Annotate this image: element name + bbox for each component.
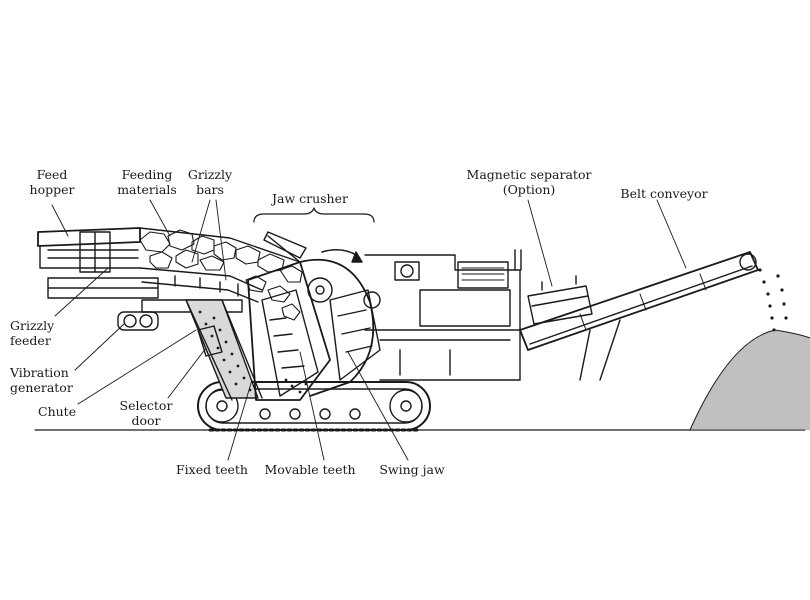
- leader-lines: [51, 199, 687, 461]
- label-grizzly-bars-line2: bars: [196, 182, 224, 197]
- jaw-crusher-bracket: [253, 207, 375, 223]
- magnetic-separator: [527, 275, 593, 325]
- label-selector-door-line2: door: [131, 413, 161, 428]
- label-feeding-materials-line2: materials: [117, 182, 177, 197]
- jaw-crusher: [247, 231, 375, 401]
- feed-hopper: [37, 227, 301, 299]
- label-feed-hopper-line1: Feed: [36, 167, 68, 182]
- label-vibration-generator-line1: Vibration: [10, 365, 69, 380]
- label-vibration-generator: Vibration generator: [10, 365, 90, 395]
- label-swing-jaw: Swing jaw: [376, 462, 448, 477]
- label-chute-text: Chute: [38, 404, 77, 419]
- label-jaw-crusher-text: Jaw crusher: [271, 191, 348, 206]
- belt-conveyor: [519, 251, 759, 381]
- label-grizzly-feeder-line1: Grizzly: [10, 318, 55, 333]
- selector-door: [197, 325, 223, 357]
- label-feeding-materials: Feeding materials: [110, 167, 184, 197]
- label-selector-door-line1: Selector: [119, 398, 173, 413]
- label-movable-teeth: Movable teeth: [262, 462, 358, 477]
- label-chute: Chute: [38, 404, 88, 419]
- swing-jaw: [329, 289, 381, 381]
- label-magnetic-separator: Magnetic separator (Option): [464, 167, 594, 197]
- label-fixed-teeth-text: Fixed teeth: [176, 462, 248, 477]
- label-feeding-materials-line1: Feeding: [121, 167, 173, 182]
- label-grizzly-bars-line1: Grizzly: [187, 167, 233, 182]
- label-belt-conveyor-text: Belt conveyor: [620, 186, 708, 201]
- label-grizzly-feeder-line2: feeder: [10, 333, 51, 348]
- crawler-track: [197, 381, 431, 432]
- label-swing-jaw-text: Swing jaw: [379, 462, 445, 477]
- vibration-generator: [117, 311, 159, 331]
- label-jaw-crusher: Jaw crusher: [262, 191, 358, 206]
- label-magnetic-separator-line2: (Option): [502, 182, 556, 197]
- label-selector-door: Selector door: [116, 398, 176, 428]
- label-feed-hopper-line2: hopper: [29, 182, 75, 197]
- discharge-stream: [758, 268, 788, 332]
- label-vibration-generator-line2: generator: [10, 380, 73, 395]
- label-belt-conveyor: Belt conveyor: [614, 186, 714, 201]
- label-feed-hopper: Feed hopper: [20, 167, 84, 197]
- label-grizzly-feeder: Grizzly feeder: [10, 318, 70, 348]
- engine-housing: [364, 249, 522, 381]
- stockpile: [689, 329, 810, 431]
- label-magnetic-separator-line1: Magnetic separator: [466, 167, 592, 182]
- label-grizzly-bars: Grizzly bars: [182, 167, 238, 197]
- label-movable-teeth-text: Movable teeth: [264, 462, 356, 477]
- label-fixed-teeth: Fixed teeth: [172, 462, 252, 477]
- feeding-materials: [139, 229, 303, 321]
